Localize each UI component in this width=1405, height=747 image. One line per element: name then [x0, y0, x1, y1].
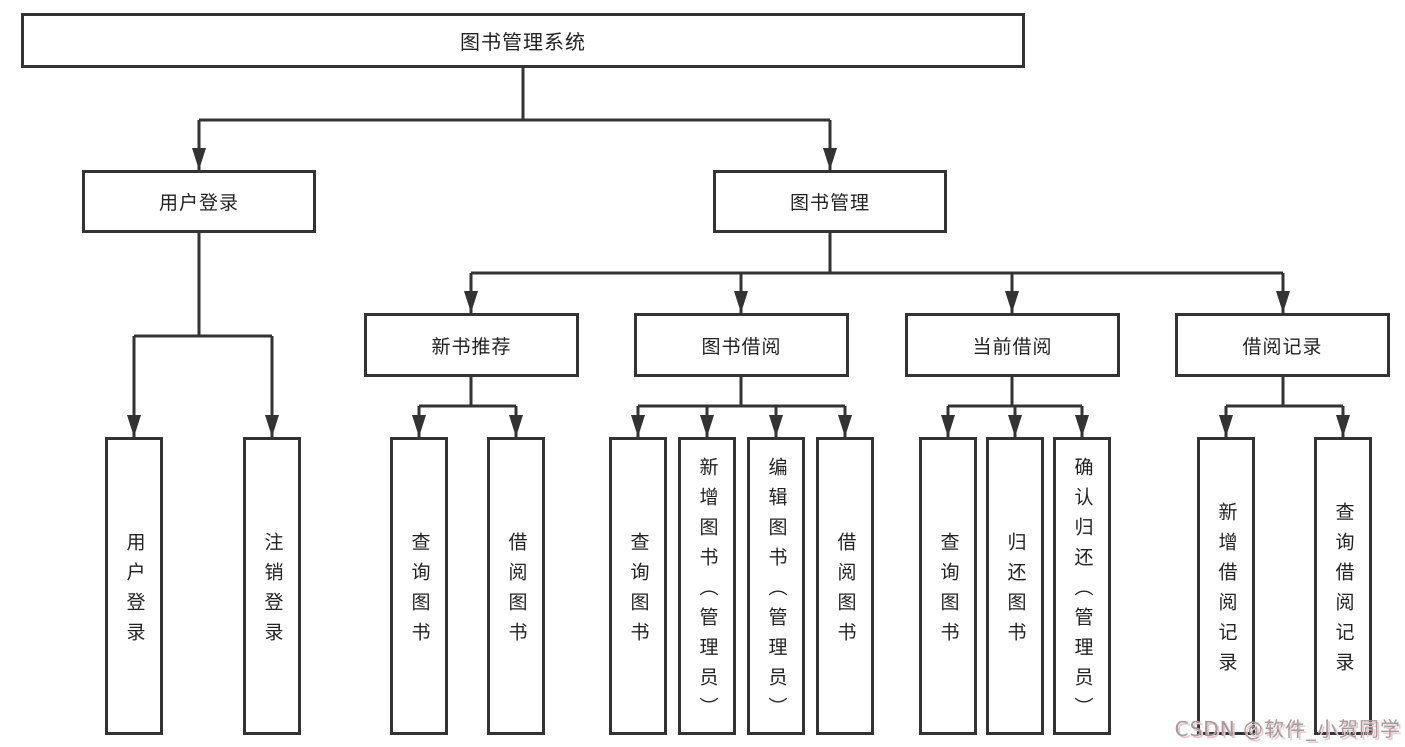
leaf-add-book-admin-label: 新增图书（管理员） [696, 456, 719, 727]
leaf-logout: 注销登录 [243, 437, 301, 735]
leaf-confirm-return-admin: 确认归还（管理员） [1053, 437, 1111, 735]
leaf-borrow-books-label: 借阅图书 [834, 531, 857, 652]
node-user-login-group: 用户登录 [82, 170, 316, 233]
node-library-system: 图书管理系统 [21, 13, 1025, 68]
node-borrowing-records: 借阅记录 [1175, 313, 1390, 377]
leaf-query-borrow-record-label: 查询借阅记录 [1332, 501, 1355, 682]
leaf-query-books-borrowing-label: 查询图书 [627, 531, 650, 652]
leaf-query-borrow-record: 查询借阅记录 [1314, 437, 1372, 735]
watermark: CSDN @软件_小贺同学 [1174, 717, 1401, 741]
leaf-add-book-admin: 新增图书（管理员） [678, 437, 736, 735]
leaf-query-books-recommend-label: 查询图书 [408, 531, 431, 652]
leaf-query-books-borrowing: 查询图书 [609, 437, 667, 735]
leaf-borrow-books-recommend: 借阅图书 [487, 437, 545, 735]
node-book-borrowing: 图书借阅 [634, 313, 849, 377]
leaf-user-login: 用户登录 [105, 437, 163, 735]
leaf-return-book: 归还图书 [986, 437, 1044, 735]
leaf-query-books-recommend: 查询图书 [390, 437, 448, 735]
leaf-query-books-current-label: 查询图书 [937, 531, 960, 652]
node-new-book-recommendation: 新书推荐 [364, 313, 579, 377]
leaf-return-book-label: 归还图书 [1004, 531, 1027, 652]
node-current-borrowing: 当前借阅 [905, 313, 1120, 377]
leaf-add-borrow-record-label: 新增借阅记录 [1215, 501, 1238, 682]
leaf-borrow-books: 借阅图书 [816, 437, 874, 735]
leaf-edit-book-admin: 编辑图书（管理员） [747, 437, 805, 735]
leaf-query-books-current: 查询图书 [919, 437, 977, 735]
leaf-borrow-books-recommend-label: 借阅图书 [505, 531, 528, 652]
leaf-add-borrow-record: 新增借阅记录 [1197, 437, 1255, 735]
node-book-management: 图书管理 [713, 170, 947, 233]
leaf-logout-label: 注销登录 [261, 531, 284, 652]
leaf-confirm-return-admin-label: 确认归还（管理员） [1071, 456, 1094, 727]
leaf-user-login-label: 用户登录 [123, 531, 146, 652]
leaf-edit-book-admin-label: 编辑图书（管理员） [765, 456, 788, 727]
